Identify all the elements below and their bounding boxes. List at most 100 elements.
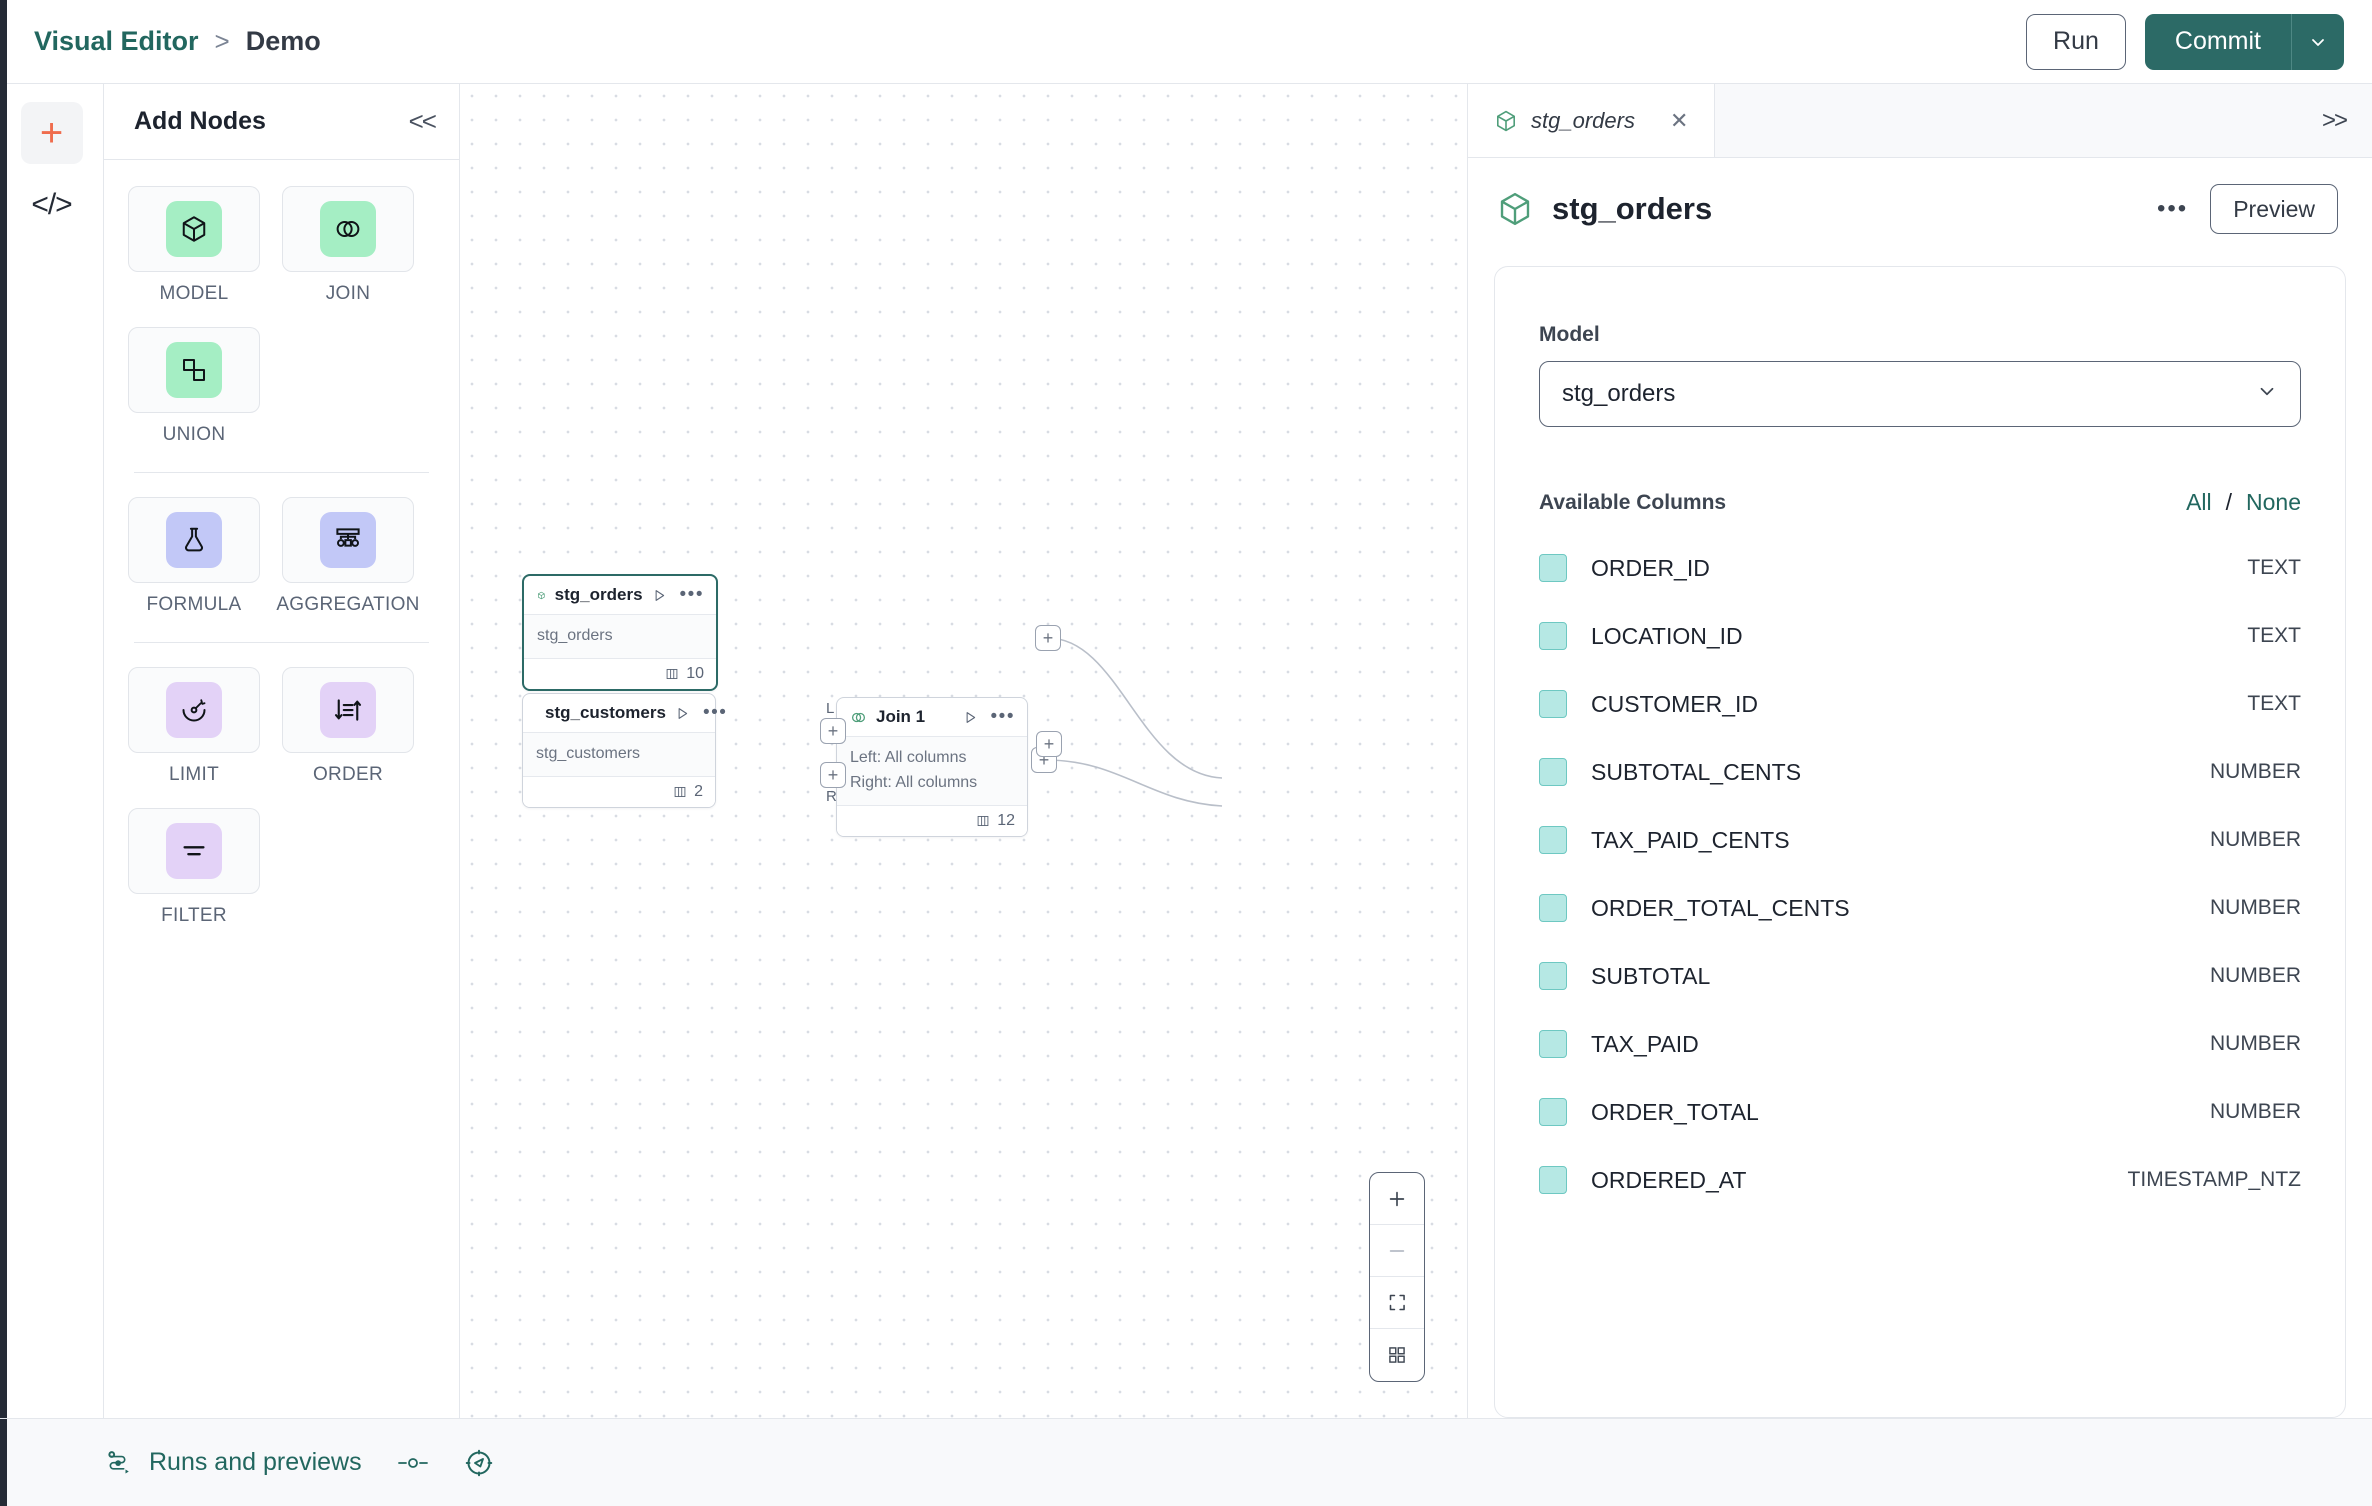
column-name: LOCATION_ID — [1591, 622, 1743, 649]
toggle-switch-icon[interactable] — [396, 1452, 430, 1474]
runs-and-previews-button[interactable]: Runs and previews — [104, 1448, 362, 1478]
column-name: ORDER_TOTAL — [1591, 1098, 1759, 1125]
zoom-out-button[interactable] — [1370, 1225, 1424, 1277]
rail-add-node-button[interactable]: + — [20, 102, 83, 164]
node-type-model[interactable]: MODEL — [128, 186, 260, 305]
column-checkbox[interactable] — [1539, 894, 1567, 922]
run-button[interactable]: Run — [2026, 13, 2126, 70]
ellipsis-icon[interactable]: ••• — [990, 706, 1015, 727]
play-icon[interactable] — [675, 706, 690, 721]
flow-canvas[interactable]: stg_orders ••• stg_orders — [460, 84, 1468, 1418]
add-nodes-body: MODEL JOIN — [104, 160, 459, 927]
node-type-aggregation[interactable]: AGGREGATION — [276, 497, 419, 616]
column-checkbox[interactable] — [1539, 1030, 1567, 1058]
node-tile — [282, 667, 414, 753]
toggle-minimap-button[interactable] — [1370, 1329, 1424, 1381]
fit-view-button[interactable] — [1370, 1277, 1424, 1329]
column-name: CUSTOMER_ID — [1591, 690, 1758, 717]
icon-rail: + </> — [0, 84, 104, 1418]
commit-button[interactable]: Commit — [2144, 13, 2291, 70]
add-nodes-header: Add Nodes << — [104, 84, 459, 160]
column-checkbox[interactable] — [1539, 826, 1567, 854]
breadcrumb: Visual Editor > Demo — [34, 26, 321, 57]
compass-icon[interactable] — [464, 1448, 494, 1478]
column-type: TEXT — [2247, 556, 2301, 579]
column-checkbox[interactable] — [1539, 622, 1567, 650]
commit-button-group: Commit — [2144, 13, 2344, 70]
column-row[interactable]: LOCATION_ID TEXT — [1539, 602, 2301, 670]
chevron-double-right-icon[interactable]: >> — [2321, 106, 2348, 134]
columns-links-separator: / — [2225, 489, 2233, 515]
column-type: NUMBER — [2209, 828, 2301, 851]
zoom-in-button[interactable] — [1370, 1173, 1424, 1225]
flow-node-column-count: 12 — [997, 811, 1015, 829]
cube-icon — [1500, 192, 1530, 226]
column-row[interactable]: ORDERED_AT TIMESTAMP_NTZ — [1539, 1146, 2301, 1214]
column-row[interactable]: ORDER_TOTAL NUMBER — [1539, 1078, 2301, 1146]
flow-node-column-count: 10 — [686, 664, 704, 682]
flow-node-stg-customers[interactable]: stg_customers ••• stg_customers — [522, 693, 726, 808]
close-icon[interactable]: ✕ — [1669, 107, 1689, 133]
column-row[interactable]: TAX_PAID_CENTS NUMBER — [1539, 806, 2301, 874]
join-left-input-label: L — [826, 700, 835, 717]
details-card: Model stg_orders Available Columns All /… — [1494, 266, 2346, 1418]
flow-node-body: Left: All columns Right: All columns — [837, 737, 1027, 806]
node-type-formula[interactable]: FORMULA — [128, 497, 260, 616]
window-edge-stripe — [0, 0, 7, 84]
column-row[interactable]: CUSTOMER_ID TEXT — [1539, 670, 2301, 738]
node-group-sources: MODEL JOIN — [128, 186, 435, 446]
column-row[interactable]: ORDER_ID TEXT — [1539, 534, 2301, 602]
handle-input-join-right[interactable]: + — [820, 762, 846, 788]
column-row[interactable]: TAX_PAID NUMBER — [1539, 1010, 2301, 1078]
flow-node-stg-orders[interactable]: stg_orders ••• stg_orders — [522, 574, 718, 691]
preview-button[interactable]: Preview — [2210, 184, 2338, 234]
node-type-limit[interactable]: LIMIT — [128, 667, 260, 786]
play-icon[interactable] — [652, 588, 667, 603]
columns-icon — [977, 815, 989, 826]
node-group-transforms: FORMULA — [128, 497, 435, 616]
chevron-double-left-icon[interactable]: << — [408, 106, 437, 136]
node-type-filter[interactable]: FILTER — [128, 808, 260, 927]
commit-dropdown-button[interactable] — [2291, 13, 2344, 70]
handle-output-stg-customers[interactable]: + — [1031, 747, 1057, 773]
column-checkbox[interactable] — [1539, 1098, 1567, 1126]
column-checkbox[interactable] — [1539, 1166, 1567, 1194]
plus-icon: + — [39, 111, 64, 155]
node-icon-wrap — [320, 682, 376, 738]
handle-input-join-left[interactable]: + — [820, 718, 846, 744]
column-checkbox[interactable] — [1539, 758, 1567, 786]
rail-code-view-button[interactable]: </> — [21, 174, 83, 236]
select-all-columns-link[interactable]: All — [2186, 489, 2212, 515]
tab-stg-orders[interactable]: stg_orders ✕ — [1468, 84, 1716, 157]
handle-output-join-1[interactable]: + — [1036, 731, 1062, 757]
node-type-order[interactable]: ORDER — [282, 667, 414, 786]
model-select[interactable]: stg_orders — [1539, 361, 2301, 427]
column-name: ORDER_TOTAL_CENTS — [1591, 894, 1850, 921]
ellipsis-icon[interactable]: ••• — [679, 584, 704, 605]
column-checkbox[interactable] — [1539, 554, 1567, 582]
column-row[interactable]: SUBTOTAL NUMBER — [1539, 942, 2301, 1010]
column-checkbox[interactable] — [1539, 690, 1567, 718]
breadcrumb-root-link[interactable]: Visual Editor — [34, 26, 199, 56]
code-brackets-icon: </> — [31, 188, 72, 221]
flow-node-footer: 10 — [524, 658, 716, 689]
ellipsis-icon[interactable]: ••• — [702, 702, 728, 723]
node-icon-wrap — [166, 201, 222, 257]
flow-node-join-1[interactable]: Join 1 ••• Left: All columns Right: All … — [836, 697, 1028, 837]
column-checkbox[interactable] — [1539, 962, 1567, 990]
handle-output-stg-orders[interactable]: + — [1035, 625, 1061, 651]
ellipsis-icon[interactable]: ••• — [2156, 195, 2189, 222]
node-type-union[interactable]: UNION — [128, 327, 260, 446]
flow-node-footer: 2 — [523, 776, 715, 807]
select-none-columns-link[interactable]: None — [2246, 489, 2301, 515]
column-type: TEXT — [2247, 624, 2301, 647]
column-row[interactable]: ORDER_TOTAL_CENTS NUMBER — [1539, 874, 2301, 942]
flow-node-body-line: stg_customers — [536, 745, 641, 762]
node-tile — [282, 186, 414, 272]
play-icon[interactable] — [963, 710, 978, 725]
column-row[interactable]: SUBTOTAL_CENTS NUMBER — [1539, 738, 2301, 806]
flow-node-title: Join 1 — [876, 707, 926, 726]
flow-node-actions: ••• — [675, 702, 728, 723]
node-type-label: AGGREGATION — [276, 594, 420, 615]
node-type-join[interactable]: JOIN — [282, 186, 414, 305]
